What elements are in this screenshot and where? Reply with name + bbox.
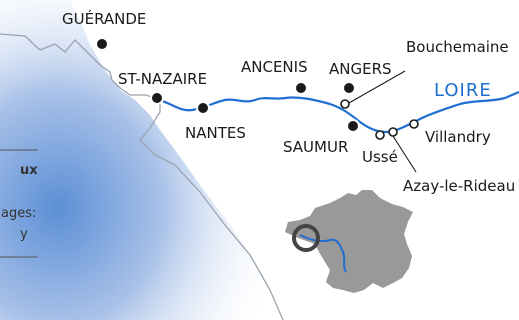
usse-marker xyxy=(375,130,385,140)
coastline xyxy=(0,33,284,320)
angers-dot xyxy=(342,81,356,95)
bouchemaine-leader xyxy=(348,70,406,104)
usse-marker-2 xyxy=(388,127,398,137)
villandry-marker xyxy=(409,119,419,129)
sea-area xyxy=(0,0,290,320)
inset-loire xyxy=(299,234,347,273)
bouchemaine-label: Bouchemaine xyxy=(406,38,509,56)
bouchemaine-marker xyxy=(340,99,350,109)
loire-river xyxy=(157,90,519,134)
usse-label: Ussé xyxy=(362,148,398,166)
nantes-label: NANTES xyxy=(185,124,246,142)
side-panel-text-3: y xyxy=(20,227,28,242)
guerande-label: GUÉRANDE xyxy=(62,9,146,28)
france-inset xyxy=(285,190,413,293)
side-panel-text-1: ux xyxy=(20,163,38,178)
ancenis-label: ANCENIS xyxy=(241,58,308,76)
st-nazaire-label: ST-NAZAIRE xyxy=(118,70,207,88)
azay-leader xyxy=(392,135,417,173)
st-nazaire-dot xyxy=(150,91,164,105)
angers-label: ANGERS xyxy=(329,60,392,78)
loire-label: LOIRE xyxy=(434,80,492,101)
ancenis-dot xyxy=(294,81,308,95)
side-panel-text-2: ages: xyxy=(1,206,36,221)
guerande-dot xyxy=(95,37,109,51)
saumur-dot xyxy=(346,119,360,133)
saumur-label: SAUMUR xyxy=(283,138,348,156)
azay-label: Azay-le-Rideau xyxy=(403,177,515,195)
villandry-label: Villandry xyxy=(425,128,491,146)
france-shape xyxy=(285,190,413,293)
inset-highlight-circle xyxy=(292,224,320,252)
nantes-dot xyxy=(196,101,210,115)
